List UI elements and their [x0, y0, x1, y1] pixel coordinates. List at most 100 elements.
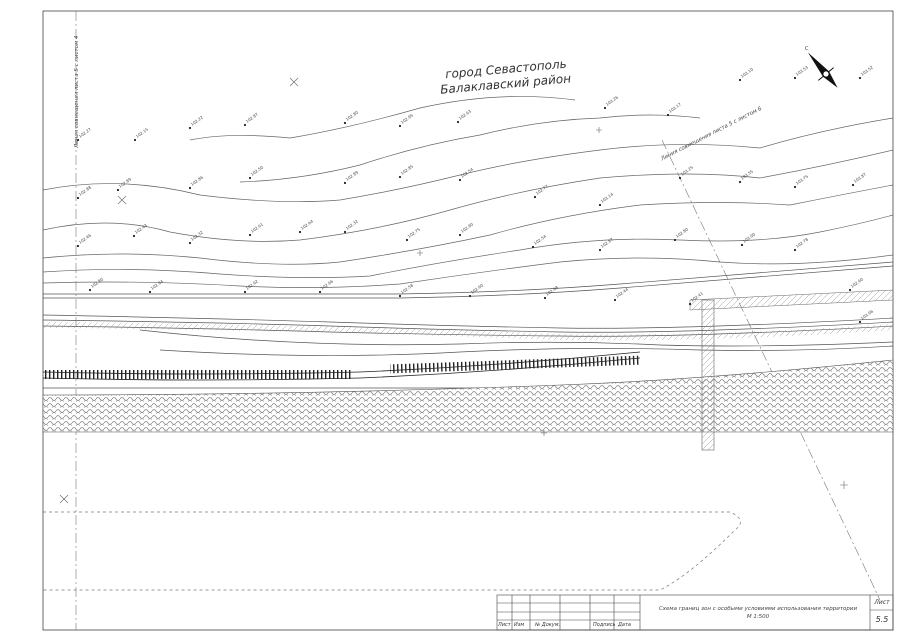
- elevation-point: [458, 178, 462, 182]
- elevation-label: 102.15: [135, 126, 150, 138]
- elevation-label: 103.25: [680, 164, 695, 176]
- elevation-point: [533, 195, 537, 199]
- elevation-label: 102.87: [600, 236, 615, 248]
- elevation-label: 102.77: [535, 183, 550, 195]
- elevation-point: [458, 233, 462, 237]
- elevation-point: [678, 176, 682, 180]
- tb-col-sheet: Лист: [498, 622, 511, 628]
- elevation-point: [793, 185, 797, 189]
- elevation-label: 102.22: [190, 114, 205, 126]
- elevation-point: [405, 238, 409, 242]
- tb-col-sign: Подпись: [593, 622, 616, 628]
- elevation-point: [531, 245, 535, 249]
- tb-col-date: Дата: [618, 622, 631, 628]
- elevation-label: 102.87: [245, 111, 260, 123]
- elevation-point: [598, 248, 602, 252]
- elevation-label: 103.87: [853, 171, 868, 183]
- elevation-label: 102.84: [150, 278, 165, 290]
- drawing-scale: М 1:500: [746, 614, 770, 620]
- elevation-label: 103.26: [605, 94, 620, 106]
- contour-lines: [42, 96, 894, 288]
- elevation-point: [76, 138, 80, 142]
- elevation-point: [688, 302, 692, 306]
- elevation-label: 102.89: [118, 176, 133, 188]
- elevation-label: 102.89: [345, 169, 360, 181]
- tb-col-change: Изм: [514, 622, 525, 628]
- elevation-label: 103.52: [860, 64, 875, 76]
- elevation-point: [76, 244, 80, 248]
- elevation-label: 102.58: [400, 282, 415, 294]
- elevation-point: [88, 288, 92, 292]
- elevation-label: 102.66: [320, 278, 335, 290]
- elevation-label: 102.63: [458, 108, 473, 120]
- elevation-point: [318, 290, 322, 294]
- culvert: [689, 289, 894, 451]
- elevation-point: [603, 106, 607, 110]
- elevation-point: [398, 175, 402, 179]
- elevation-label: 102.90: [460, 221, 475, 233]
- strip-hatch: [43, 322, 893, 341]
- drawing-title: Схема границ зон с особыми условиями исп…: [658, 606, 858, 612]
- elevation-label: 102.92: [245, 278, 260, 290]
- title-block: [496, 594, 894, 631]
- elevation-point: [793, 248, 797, 252]
- elevation-label: 102.80: [90, 276, 105, 288]
- elevation-point: [673, 238, 677, 242]
- elevation-label: 102.54: [533, 233, 548, 245]
- elevation-label: 102.85: [400, 163, 415, 175]
- elevation-point: [132, 234, 136, 238]
- elevation-point: [793, 76, 797, 80]
- elevation-label: 102.32: [190, 229, 205, 241]
- lower-parcel: [43, 511, 741, 591]
- elevation-label: 102.95: [400, 112, 415, 124]
- match-line-right: [661, 139, 881, 601]
- elevation-point: [858, 76, 862, 80]
- elevation-point: [543, 296, 547, 300]
- elevation-label: 103.75: [795, 173, 810, 185]
- survey-crosses: [59, 77, 848, 504]
- elevation-label: 102.43: [134, 222, 149, 234]
- elevation-point: [851, 183, 855, 187]
- elevation-point: [343, 181, 347, 185]
- elevation-label: 103.14: [600, 191, 615, 203]
- elevation-point: [858, 320, 862, 324]
- elevation-point: [298, 230, 302, 234]
- elevation-label: 102.80: [675, 226, 690, 238]
- elevation-label: 102.75: [407, 226, 422, 238]
- elevation-point: [116, 188, 120, 192]
- elevation-point: [738, 78, 742, 82]
- elevation-label: 102.32: [345, 218, 360, 230]
- elevation-point: [398, 124, 402, 128]
- elevation-label: 103.55: [740, 168, 755, 180]
- elevation-point: [740, 243, 744, 247]
- elevation-point: [398, 294, 402, 298]
- elevation-point: [188, 126, 192, 130]
- elevation-point: [248, 176, 252, 180]
- elevation-label: 102.78: [795, 236, 810, 248]
- elevation-label: 103.53: [795, 64, 810, 76]
- elevation-label: 103.00: [742, 231, 757, 243]
- elevation-label: 102.68: [545, 284, 560, 296]
- elevation-label: 102.50: [250, 164, 265, 176]
- elevation-label: 102.80: [345, 109, 360, 121]
- north-arrow-icon: [808, 52, 838, 88]
- railway: [42, 351, 641, 381]
- elevation-point: [76, 196, 80, 200]
- elevation-point: [598, 203, 602, 207]
- elevation-label: 102.60: [850, 276, 865, 288]
- elevation-label: 102.60: [470, 282, 485, 294]
- elevation-point: [666, 113, 670, 117]
- elevation-point: [248, 233, 252, 237]
- elevation-point: [343, 230, 347, 234]
- tb-col-doc: № Докум.: [535, 622, 561, 628]
- elevation-point: [133, 138, 137, 142]
- elevation-point: [148, 290, 152, 294]
- elevation-point: [243, 123, 247, 127]
- north-arrow-label: С: [805, 46, 809, 52]
- hatched-corridor: [42, 359, 894, 433]
- elevation-point: [613, 298, 617, 302]
- elevation-point: [456, 120, 460, 124]
- elevation-point: [243, 290, 247, 294]
